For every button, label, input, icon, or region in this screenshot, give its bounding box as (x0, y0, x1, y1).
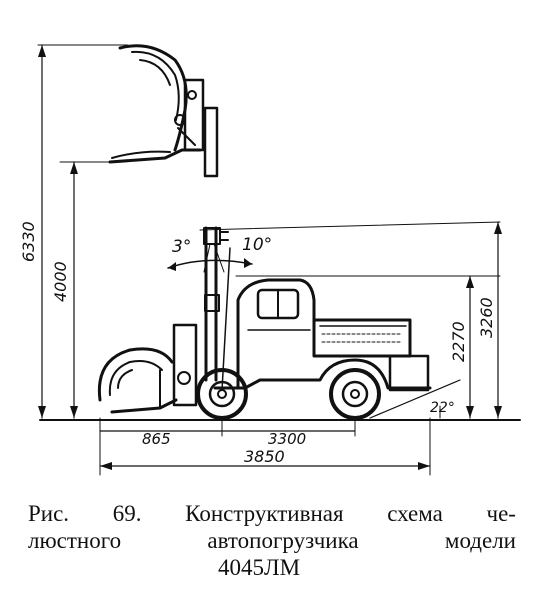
caption-word: автопогрузчика (207, 528, 359, 553)
caption-word: че- (486, 501, 516, 526)
caption-line-3: 4045ЛМ (28, 554, 516, 581)
angle-tilt-forward: 10° (242, 235, 272, 255)
caption-line-2: люстного автопогрузчика модели (28, 527, 516, 554)
dim-total-length: 3850 (244, 447, 285, 466)
figure-caption: Рис. 69. Конструктивная схема че- люстно… (28, 500, 516, 581)
dim-lift-height: 4000 (51, 261, 70, 302)
forklift-vehicle (97, 221, 501, 420)
dim-front-overhang: 865 (142, 430, 171, 448)
dim-wheelbase: 3300 (268, 430, 306, 448)
caption-word: схема (387, 501, 443, 526)
caption-fig-word: Рис. (28, 501, 70, 526)
caption-word: люстного (28, 528, 122, 553)
forklift-diagram: 6330 4000 2270 3260 865 3300 3850 3° 10°… (19, 44, 521, 476)
dim-total-height: 6330 (19, 221, 38, 262)
raised-grapple (37, 44, 219, 178)
caption-fig-number: 69. (112, 501, 142, 526)
dim-overall-height: 3260 (477, 297, 496, 338)
angle-tilt-back: 3° (172, 237, 191, 257)
angle-rear: 22° (430, 400, 455, 416)
caption-word: Конструктивная (185, 501, 344, 526)
caption-line-1: Рис. 69. Конструктивная схема че- (28, 500, 516, 527)
caption-word: модели (444, 528, 516, 553)
dim-cab-height: 2270 (449, 321, 468, 362)
caption-model: 4045ЛМ (218, 555, 301, 580)
